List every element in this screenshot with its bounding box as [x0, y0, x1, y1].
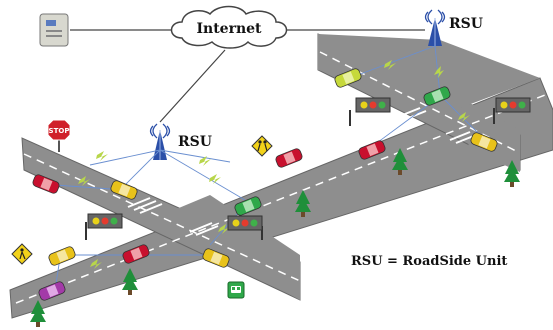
road-network [9, 33, 553, 319]
rsu-left: RSU [149, 123, 212, 160]
tree-icon [122, 268, 138, 295]
traffic-light-mid-left [85, 213, 123, 240]
pedestrian-sign-top [251, 135, 273, 157]
tree-icon [295, 190, 311, 217]
wireless-link-icon [218, 224, 230, 234]
wireless-link-icon [199, 156, 211, 166]
car-icon [275, 148, 303, 168]
right-cross-road-end [455, 95, 520, 172]
wireless-bolts [78, 60, 470, 269]
stop-sign-icon [47, 119, 71, 141]
legend-text: RSU = RoadSide Unit [351, 254, 507, 269]
internet-cloud: Internet [170, 5, 288, 49]
cloud-icon [170, 5, 288, 49]
traffic-light-top-right [493, 97, 531, 124]
rsu-left-label: RSU [178, 134, 212, 150]
rsu-top-label: RSU [449, 16, 483, 32]
wireless-link-icon [434, 66, 444, 78]
tree-icon [392, 148, 408, 175]
pedestrian-sign-bottom [11, 243, 33, 265]
upper-right-road [318, 34, 540, 108]
rsu-antenna-icon [149, 123, 171, 160]
wireless-link-icon [78, 176, 90, 186]
pedestrian-crossing-sign-icon [251, 135, 273, 157]
crosswalk-right [399, 107, 477, 144]
car-icon [38, 281, 66, 301]
car-icon [423, 86, 451, 106]
server-icon [39, 13, 69, 47]
crosswalk-left [127, 197, 219, 236]
lane-marking-right [319, 51, 519, 153]
wireless-link-icon [458, 112, 470, 122]
trees [30, 148, 520, 327]
rsu-top: RSU [424, 9, 483, 46]
wireless-link-icon [209, 174, 221, 184]
car-icon [32, 174, 60, 194]
car-icon [334, 68, 362, 88]
car-icon [122, 244, 150, 264]
rsu-antenna-icon [424, 9, 446, 46]
stop-sign: STOP [47, 119, 71, 152]
car-icon [358, 140, 386, 160]
cars [32, 68, 498, 301]
traffic-light-top-left [349, 97, 391, 126]
stop-sign-text: STOP [49, 127, 70, 135]
internet-label: Internet [196, 21, 262, 37]
lane-marking-left [23, 153, 301, 282]
wireless-link-icon [384, 60, 396, 70]
left-cross-road-lower [150, 195, 300, 300]
tree-icon [504, 160, 520, 187]
network-links [70, 29, 425, 123]
lane-marking-main [15, 94, 546, 304]
wireless-link-icon [96, 151, 108, 161]
car-icon [234, 196, 262, 216]
car-icon [470, 132, 498, 152]
wireless-link-icon [90, 259, 102, 269]
car-icon [110, 180, 138, 200]
traffic-light-mid-right [227, 215, 263, 240]
car-icon [48, 246, 76, 266]
car-icon [202, 248, 230, 268]
tree-icon [30, 300, 46, 327]
bus-stop-sign [227, 281, 245, 299]
